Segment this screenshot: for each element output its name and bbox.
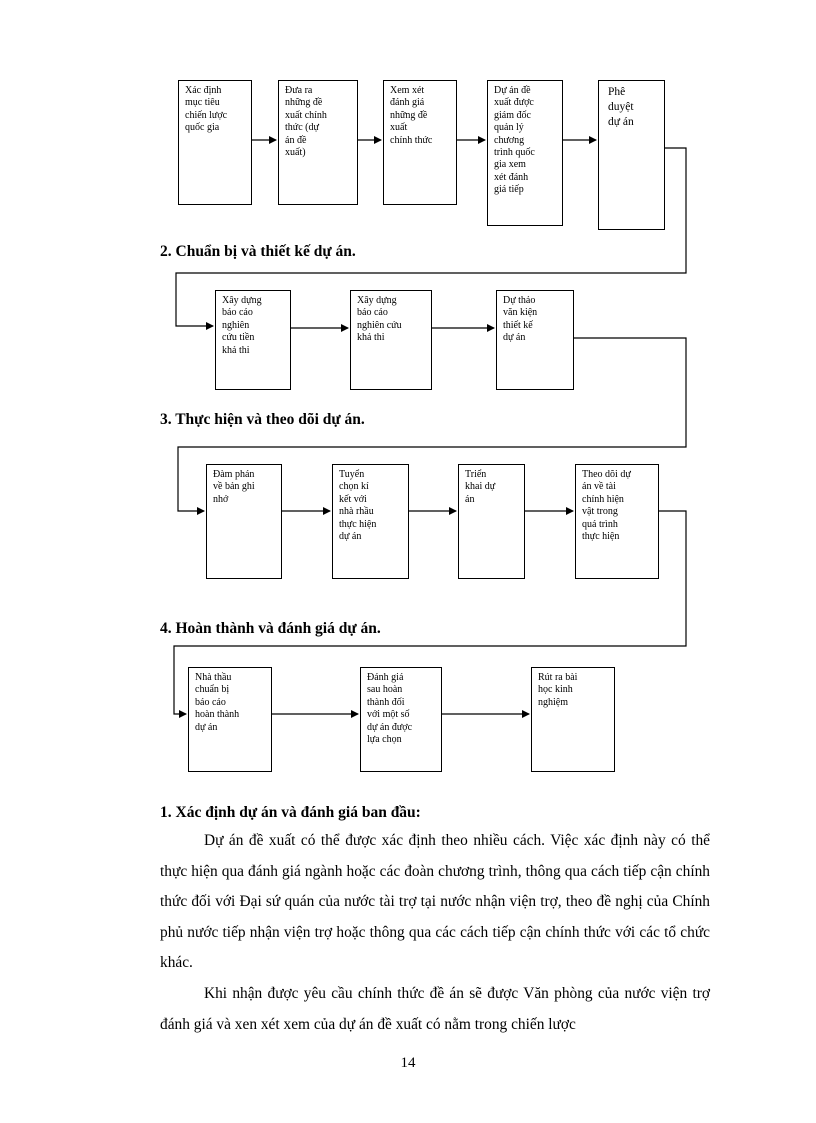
flow-box-tuyen-chon-nha-thau: Tuyển chọn kí kết với nhà rhầu thực hiện…: [332, 464, 409, 579]
page-number: 14: [400, 1055, 416, 1071]
paragraph-2: Khi nhận được yêu cầu chính thức đề án s…: [160, 984, 710, 1033]
flow-box-xac-dinh-muc-tieu: Xác định mục tiêu chiến lược quốc gia: [178, 80, 252, 205]
body-text: Dự án đề xuất có thể được xác định theo …: [160, 826, 710, 1040]
flow-box-kha-thi: Xây dựng báo cáo nghiên cứu khả thi: [350, 290, 432, 390]
flow-box-tien-kha-thi: Xây dựng báo cáo nghiên cứu tiền khả thi: [215, 290, 291, 390]
flow-box-dua-ra-de-xuat: Đưa ra những đề xuất chính thức (dự án đ…: [278, 80, 358, 205]
flow-box-nha-thau-bao-cao: Nhà thầu chuẩn bị báo cáo hoàn thành dự …: [188, 667, 272, 772]
heading-xac-dinh-du-an: 1. Xác định dự án và đánh giá ban đầu:: [160, 804, 421, 821]
paragraph-1: Dự án đề xuất có thể được xác định theo …: [160, 832, 710, 972]
heading-chuan-bi-thiet-ke: 2. Chuẩn bị và thiết kế dự án.: [160, 243, 356, 260]
flow-box-phe-duyet: Phê duyệt dự án: [598, 80, 665, 230]
flow-box-du-an-de-xuat: Dự án đề xuất được giám đốc quản lý chươ…: [487, 80, 563, 226]
flow-box-xem-xet-danh-gia: Xem xét đánh giá những đề xuất chính thứ…: [383, 80, 457, 205]
heading-hoan-thanh-danh-gia: 4. Hoàn thành và đánh giá dự án.: [160, 620, 381, 637]
flow-box-rut-ra-bai-hoc: Rút ra bài học kinh nghiệm: [531, 667, 615, 772]
flow-box-dam-phan: Đàm phán về bản ghi nhớ: [206, 464, 282, 579]
flow-box-danh-gia-sau-hoan-thanh: Đánh giá sau hoàn thành đối với một số d…: [360, 667, 442, 772]
flow-box-trien-khai: Triển khai dự án: [458, 464, 525, 579]
flow-box-theo-doi-du-an: Theo dõi dự án về tài chính hiện vật tro…: [575, 464, 659, 579]
flow-box-du-thao-van-kien: Dự thảo văn kiện thiết kế dự án: [496, 290, 574, 390]
heading-thuc-hien-theo-doi: 3. Thực hiện và theo dõi dự án.: [160, 411, 365, 428]
